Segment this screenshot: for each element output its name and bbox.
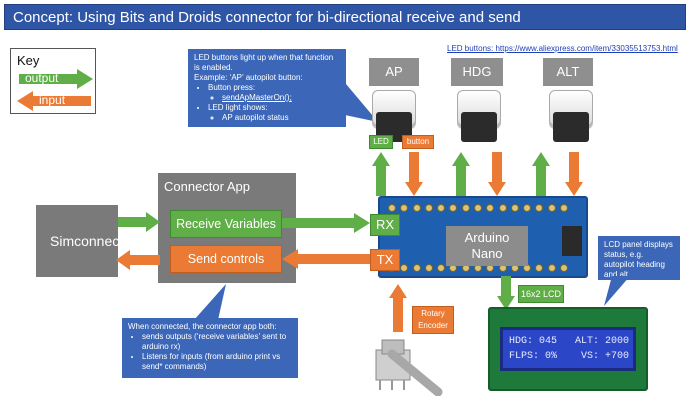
key-output-label: output	[25, 71, 59, 85]
function-label-ap: AP	[369, 58, 419, 86]
rotary-arrow-icon	[389, 284, 407, 332]
connect-callout-b1: sends outputs (‘receive variables’ sent …	[142, 332, 292, 352]
rotary-label-line1: Rotary	[421, 309, 445, 318]
connect-callout-pointer	[194, 284, 226, 320]
arduino-nano-label: Arduino Nano	[446, 226, 528, 266]
button-label: button	[402, 135, 434, 149]
simconnect-box: Simconnect	[36, 205, 123, 277]
alt-led-arrow-icon	[532, 152, 550, 196]
alt-button-arrow-icon	[565, 152, 583, 196]
rotary-encoder-icon[interactable]	[368, 330, 448, 396]
arduino-label-line2: Nano	[471, 246, 503, 261]
title-bar: Concept: Using Bits and Droids connector…	[4, 4, 686, 30]
connect-callout-line1: When connected, the connector app both:	[128, 322, 277, 331]
hdg-button-arrow-icon	[488, 152, 506, 196]
tx-label: TX	[370, 249, 400, 271]
lcd-label: 16x2 LCD	[518, 285, 564, 303]
led-callout-line1: LED buttons light up when that function …	[194, 53, 334, 72]
rx-label: RX	[370, 214, 400, 236]
lcd-arrow-icon	[497, 276, 515, 310]
led-callout-b1a: sendApMasterOn();	[222, 93, 340, 103]
ap-button-arrow-icon	[405, 152, 423, 196]
icsp-header	[562, 226, 582, 256]
led-callout-line2: Example: ‘AP’ autopilot button:	[194, 73, 303, 82]
alt-button-base	[553, 112, 589, 142]
lcd-row-1: HDG: 045 ALT: 2000	[509, 336, 630, 347]
function-label-alt: ALT	[543, 58, 593, 86]
rotary-encoder-label: Rotary Encoder	[412, 306, 454, 334]
led-buttons-link[interactable]: LED buttons: https://www.aliexpress.com/…	[447, 44, 678, 53]
key-input-label: input	[39, 93, 66, 107]
output-arrow-icon	[19, 69, 93, 89]
connector-app-title: Connector App	[164, 179, 251, 194]
led-callout: LED buttons light up when that function …	[188, 49, 346, 127]
lcd-callout: LCD panel displays status, e.g. autopilo…	[598, 236, 680, 280]
arduino-label-line1: Arduino	[464, 230, 510, 245]
send-controls-box: Send controls	[170, 245, 282, 273]
app-to-rx-arrow-icon	[282, 213, 370, 233]
lcd-row-2: FLPS: 0% VS: +700	[509, 351, 630, 362]
top-pin-row	[388, 204, 568, 212]
receive-variables-box: Receive Variables	[170, 210, 282, 238]
rotary-label-line2: Encoder	[418, 321, 448, 330]
input-arrow-icon	[17, 91, 91, 111]
key-title: Key	[17, 53, 40, 68]
connect-callout-b2: Listens for inputs (from arduino print v…	[142, 352, 292, 372]
led-callout-b1: Button press:	[208, 83, 340, 93]
sim-to-app-arrow-icon	[118, 212, 160, 232]
connect-callout: When connected, the connector app both: …	[122, 318, 298, 378]
led-callout-pointer	[330, 84, 378, 122]
led-callout-b2a: AP autopilot status	[222, 113, 340, 123]
tx-to-app-arrow-icon	[282, 249, 370, 269]
key-legend: Key output input	[10, 48, 96, 114]
led-label: LED	[369, 135, 393, 149]
ap-led-arrow-icon	[372, 152, 390, 196]
hdg-button-base	[461, 112, 497, 142]
led-callout-b2: LED light shows:	[208, 103, 340, 113]
app-to-sim-arrow-icon	[116, 250, 160, 270]
lcd-callout-pointer	[604, 276, 630, 306]
hdg-led-arrow-icon	[452, 152, 470, 196]
function-label-hdg: HDG	[451, 58, 503, 86]
